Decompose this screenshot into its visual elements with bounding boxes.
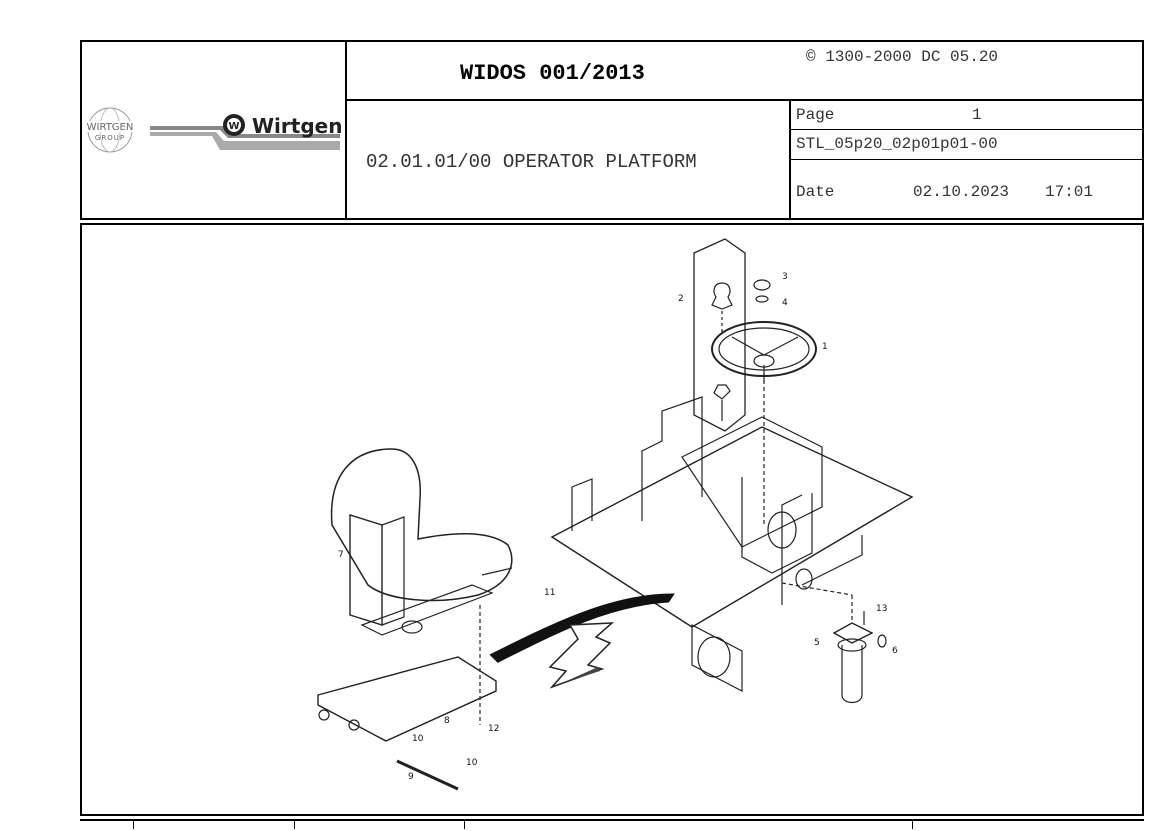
label-part-10b: 10 <box>466 758 478 768</box>
exploded-parts-drawing: 1 2 3 4 5 6 7 8 9 10 10 11 12 13 <box>317 238 914 791</box>
drawing-frame <box>80 223 1144 816</box>
copyright-notice: © 1300-2000 DC 05.20 <box>806 48 999 66</box>
label-part-8: 8 <box>444 716 450 726</box>
footer-col-1 <box>133 819 134 829</box>
time-value: 17:01 <box>1045 183 1094 201</box>
steering-kit-outline <box>693 238 746 432</box>
section-title: 02.01.01/00 OPERATOR PLATFORM <box>366 151 697 173</box>
label-part-10a: 10 <box>412 734 424 744</box>
footer-col-2 <box>294 819 295 829</box>
header-divider-logo <box>345 40 347 220</box>
steering-valve-assembly <box>781 582 887 704</box>
footer-table-top <box>80 819 1144 831</box>
label-part-4: 4 <box>782 298 788 308</box>
label-part-2: 2 <box>678 294 684 304</box>
group-logo-subtext: GROUP <box>95 134 125 142</box>
sheet-id: STL_05p20_02p01p01-00 <box>796 135 998 153</box>
label-part-7: 7 <box>338 550 344 560</box>
group-logo-text: WIRTGEN <box>87 122 134 133</box>
header-divider-sheet <box>789 159 1144 160</box>
wirtgen-logos: WIRTGEN GROUP W Wirtgen <box>85 107 342 153</box>
header-divider-title <box>345 99 1144 101</box>
date-label: Date <box>796 183 835 201</box>
operator-seat <box>330 448 513 636</box>
wirtgen-group-logo: WIRTGEN GROUP <box>85 107 135 153</box>
assembly-arrow <box>489 593 675 663</box>
header-divider-page <box>789 129 1144 130</box>
footer-col-4 <box>912 819 913 829</box>
label-part-5: 5 <box>814 638 820 648</box>
label-part-13: 13 <box>876 604 887 614</box>
direction-arrow <box>548 622 615 689</box>
wirtgen-brand-logo: W Wirtgen <box>150 114 342 150</box>
label-part-6: 6 <box>892 646 898 656</box>
label-part-3: 3 <box>782 272 788 282</box>
page-number: 1 <box>972 106 982 124</box>
label-part-12: 12 <box>488 724 499 734</box>
footer-col-3 <box>464 819 465 829</box>
steering-wheel <box>711 279 817 525</box>
page-label: Page <box>796 106 835 124</box>
header-block <box>80 40 1144 220</box>
document-title: WIDOS 001/2013 <box>460 61 645 86</box>
label-part-1: 1 <box>822 342 828 352</box>
date-value: 02.10.2023 <box>913 183 1010 201</box>
label-part-9: 9 <box>408 772 414 782</box>
part-labels: 1 2 3 4 5 6 7 8 9 10 10 11 12 13 <box>338 272 898 782</box>
brand-logo-text: Wirtgen <box>252 114 342 138</box>
svg-text:W: W <box>228 121 239 132</box>
seat-mounting-plate <box>317 605 497 791</box>
label-part-11: 11 <box>544 588 555 598</box>
